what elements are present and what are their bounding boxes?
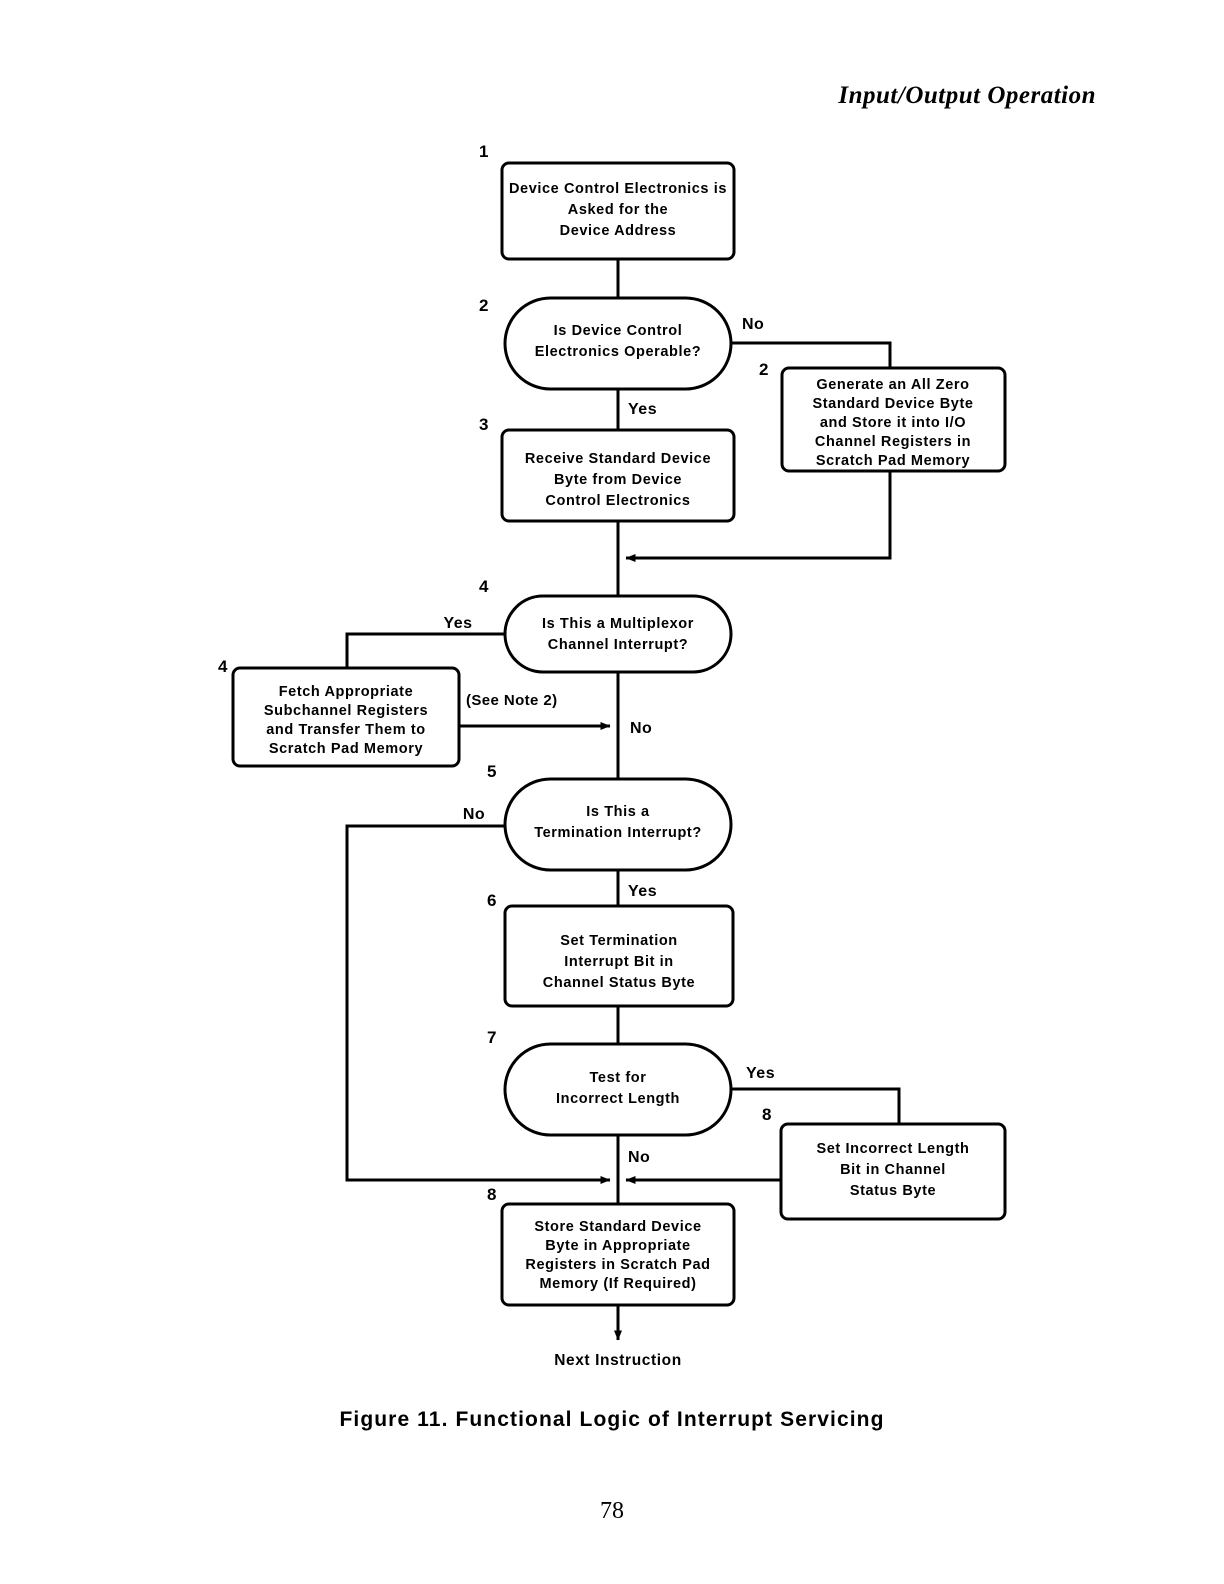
connector-layer [345,259,901,1341]
node-n8r-line-2: Status Byte [850,1183,936,1199]
node-n8-line-3: Memory (If Required) [539,1276,696,1292]
node-n4-line-0: Is This a Multiplexor [542,616,694,632]
node-n2[interactable]: 2 Is Device Control Electronics Operable… [479,296,764,418]
node-n1-line-2: Device Address [560,223,677,239]
step-label-n1: 1 [479,142,488,161]
step-label-n3: 3 [479,415,488,434]
decision-shape-n4[interactable] [503,594,733,674]
node-n8r-line-0: Set Incorrect Length [817,1141,970,1157]
node-n2-line-0: Is Device Control [554,323,683,339]
node-n3-line-0: Receive Standard Device [525,451,711,467]
node-n4l-line-3: Scratch Pad Memory [269,741,423,757]
node-n6[interactable]: 6 Set Termination Interrupt Bit in Chann… [487,891,735,1008]
decision-shape-n5[interactable] [503,777,733,872]
node-n4l[interactable]: 4 Fetch Appropriate Subchannel Registers… [218,657,558,768]
step-label-n2: 2 [479,296,488,315]
node-n2r-line-0: Generate an All Zero [816,377,969,393]
edge-label-n2-yes: Yes [628,401,657,418]
node-n4l-line-0: Fetch Appropriate [279,684,414,700]
node-n6-line-1: Interrupt Bit in [564,954,673,970]
node-n6-line-0: Set Termination [560,933,678,949]
node-n2r-line-4: Scratch Pad Memory [816,453,970,469]
node-n8-line-2: Registers in Scratch Pad [525,1257,710,1273]
node-n4l-line-2: and Transfer Them to [266,722,425,738]
step-label-n4l: 4 [218,657,228,676]
node-n2r-line-3: Channel Registers in [815,434,971,450]
connector-n5-no-to-trunk [345,824,611,1184]
process-box-n8r[interactable] [779,1122,1007,1221]
edge-label-n7-no: No [628,1149,650,1166]
step-label-n5: 5 [487,762,496,781]
edge-label-n2-no: No [742,316,764,333]
node-n1-line-1: Asked for the [568,202,668,218]
process-box-n3[interactable] [500,428,736,523]
step-label-n2r: 2 [759,360,768,379]
node-n3-line-1: Byte from Device [554,472,682,488]
process-box-n8[interactable] [500,1202,736,1307]
step-label-n4: 4 [479,577,489,596]
step-label-n8r: 8 [762,1105,771,1124]
node-n7-line-0: Test for [590,1070,647,1086]
edge-label-n4-no: No [630,720,652,737]
node-n8-line-0: Store Standard Device [534,1219,701,1235]
connector-n4-yes-to-n4l [345,632,505,668]
edge-label-n7-yes: Yes [746,1065,775,1082]
edge-label-n5-yes: Yes [628,883,657,900]
running-head: Input/Output Operation [838,82,1096,109]
node-n2r-line-2: and Store it into I/O [820,415,966,431]
node-n7-line-1: Incorrect Length [556,1091,680,1107]
node-n8-line-1: Byte in Appropriate [545,1238,690,1254]
node-n5[interactable]: 5 Is This a Termination Interrupt? No Ye… [463,762,733,900]
edge-label-n5-no: No [463,806,485,823]
process-box-n2r[interactable] [780,366,1007,473]
process-box-n4l[interactable] [231,666,461,768]
node-n2-line-1: Electronics Operable? [535,344,702,360]
process-box-n1[interactable] [500,161,736,261]
node-n8r-line-1: Bit in Channel [840,1162,946,1178]
step-label-n7: 7 [487,1028,496,1047]
node-n8r[interactable]: 8 Set Incorrect Length Bit in Channel St… [762,1105,1007,1221]
step-label-n6: 6 [487,891,496,910]
node-n4[interactable]: 4 Is This a Multiplexor Channel Interrup… [443,577,733,737]
node-n4-line-1: Channel Interrupt? [548,637,689,653]
terminal-next-instruction: Next Instruction [554,1352,682,1369]
node-n4l-line-1: Subchannel Registers [264,703,428,719]
node-n3-line-2: Control Electronics [545,493,690,509]
edge-label-n4-yes: Yes [443,615,472,632]
decision-shape-n2[interactable] [503,296,733,391]
process-box-n6[interactable] [503,904,735,1008]
node-n3[interactable]: 3 Receive Standard Device Byte from Devi… [479,415,736,523]
decision-shape-n7[interactable] [503,1042,733,1137]
node-n5-line-1: Termination Interrupt? [534,825,702,841]
node-n5-line-0: Is This a [586,804,650,820]
connector-n2-no-to-n2r [731,341,892,368]
node-n8[interactable]: 8 Store Standard Device Byte in Appropri… [487,1185,736,1307]
connector-n7-yes-to-n8r [731,1087,901,1124]
node-n1-line-0: Device Control Electronics is [509,181,727,197]
figure-caption: Figure 11. Functional Logic of Interrupt… [339,1408,885,1431]
node-n2r[interactable]: 2 Generate an All Zero Standard Device B… [759,360,1007,473]
step-label-n8: 8 [487,1185,496,1204]
node-n7[interactable]: 7 Test for Incorrect Length Yes No [487,1028,775,1166]
connector-n2r-to-trunk [625,471,892,562]
node-n1[interactable]: 1 Device Control Electronics is Asked fo… [479,142,736,261]
note-label-see-note-2: (See Note 2) [466,692,558,709]
node-n2r-line-1: Standard Device Byte [812,396,973,412]
page-number: 78 [600,1498,624,1524]
node-n6-line-2: Channel Status Byte [543,975,695,991]
